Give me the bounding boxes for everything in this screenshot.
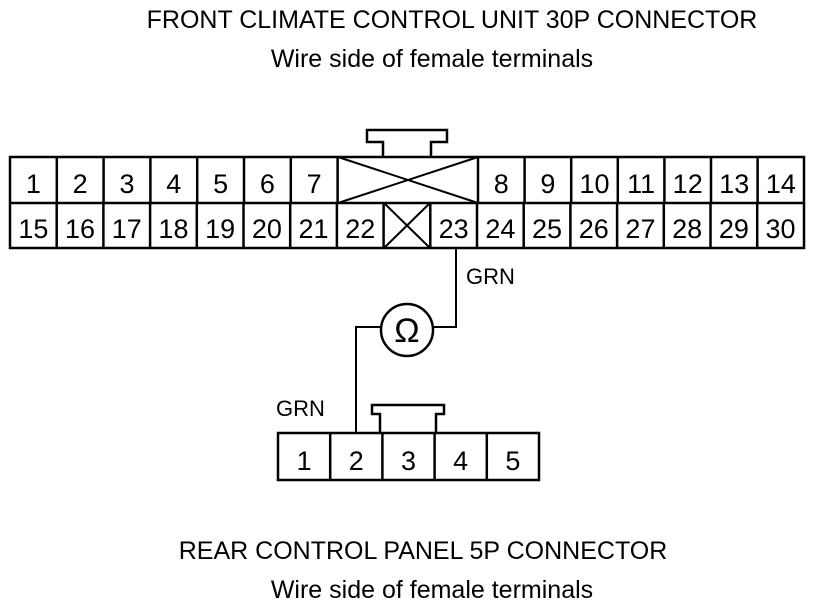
ohmmeter-circle [379, 302, 435, 358]
rear-connector-lock-tab [370, 403, 446, 433]
front-wire-color-label: GRN [466, 264, 515, 289]
rear-pin-3: 3 [401, 446, 416, 476]
rear-pin-5: 5 [505, 446, 520, 476]
front-bottom-pin-22: 22 [345, 214, 375, 244]
front-connector-bottom-row: 15 16 17 18 19 20 21 22 23 24 25 26 27 28 29 30 [18, 203, 796, 248]
rear-connector-body [276, 431, 541, 482]
rear-wire [355, 326, 381, 433]
ohm-symbol: Ω [394, 312, 419, 350]
front-top-pin-10: 10 [579, 169, 609, 199]
front-top-pin-7: 7 [307, 169, 322, 199]
front-top-pin-14: 14 [766, 169, 796, 199]
front-bottom-pin-28: 28 [672, 214, 702, 244]
rear-connector-pins: 1 2 3 4 5 [297, 433, 520, 480]
front-top-pin-11: 11 [627, 169, 655, 199]
front-connector-subtitle: Wire side of female terminals [271, 45, 593, 73]
rear-wire-color-label: GRN [276, 396, 325, 421]
ohmmeter-icon: Ω [379, 302, 435, 358]
front-bottom-pin-30: 30 [766, 214, 796, 244]
rear-connector: 1 2 3 4 5 [276, 403, 541, 482]
front-top-pin-5: 5 [213, 169, 228, 199]
front-bottom-pin-17: 17 [112, 214, 142, 244]
front-bottom-pin-15: 15 [18, 214, 48, 244]
front-top-pin-12: 12 [673, 169, 703, 199]
front-connector-title: FRONT CLIMATE CONTROL UNIT 30P CONNECTOR [147, 6, 758, 34]
front-top-pin-4: 4 [166, 169, 181, 199]
front-top-pin-6: 6 [260, 169, 275, 199]
front-bottom-pin-19: 19 [205, 214, 235, 244]
front-bottom-pin-18: 18 [158, 214, 188, 244]
front-bottom-pin-25: 25 [532, 214, 562, 244]
front-bottom-pin-16: 16 [65, 214, 95, 244]
front-top-pin-2: 2 [73, 169, 88, 199]
rear-pin-2: 2 [349, 446, 364, 476]
front-top-pin-9: 9 [540, 169, 555, 199]
front-top-pin-1: 1 [26, 169, 41, 199]
front-bottom-pin-29: 29 [719, 214, 749, 244]
rear-pin-4: 4 [453, 446, 468, 476]
front-bottom-pin-20: 20 [252, 214, 282, 244]
front-connector-lock-tab [365, 128, 449, 157]
front-blocked-slot-cross-b [337, 156, 479, 204]
rear-pin-1: 1 [297, 446, 312, 476]
front-bottom-pin-26: 26 [579, 214, 609, 244]
front-bottom-pin-23: 23 [439, 214, 469, 244]
test-wiring: GRN GRN Ω [276, 248, 515, 433]
front-top-pin-13: 13 [719, 169, 749, 199]
front-bottom-pin-21: 21 [299, 214, 329, 244]
front-wire [433, 248, 457, 328]
front-top-pin-3: 3 [119, 169, 134, 199]
front-bottom-pin-27: 27 [625, 214, 655, 244]
rear-connector-title: REAR CONTROL PANEL 5P CONNECTOR [179, 537, 668, 565]
rear-connector-subtitle: Wire side of female terminals [271, 576, 593, 604]
front-top-pin-8: 8 [494, 169, 509, 199]
front-bottom-pin-24: 24 [485, 214, 515, 244]
front-blocked-cell-cross-b [383, 202, 431, 249]
